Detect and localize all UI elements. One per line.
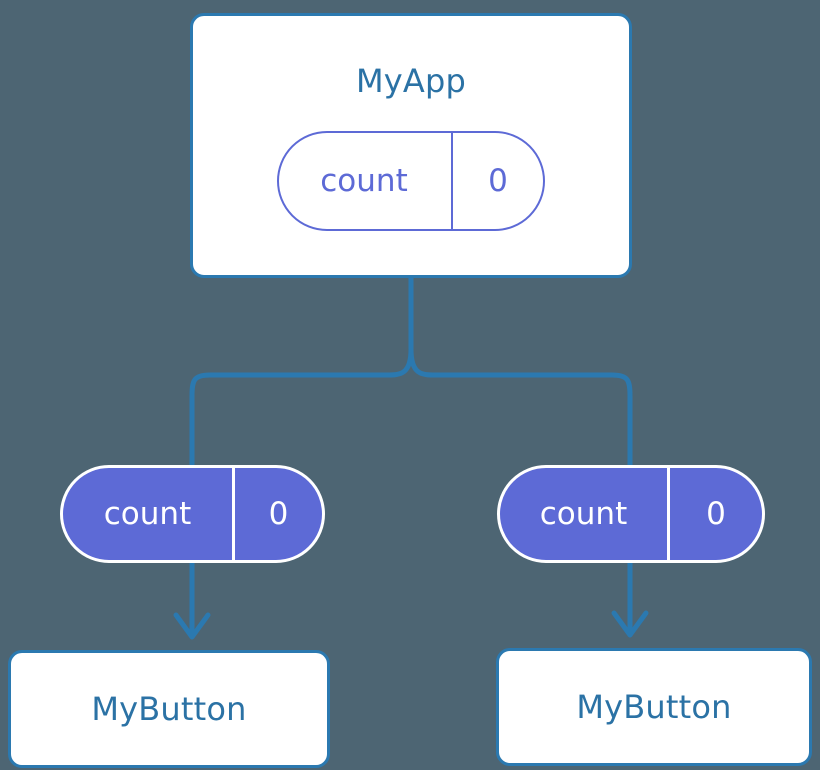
child-right-component-box[interactable]: MyButton bbox=[496, 648, 812, 766]
child-right-state-pill[interactable]: count 0 bbox=[497, 465, 765, 563]
arrowhead-left bbox=[173, 612, 211, 640]
child-left-state-value: 0 bbox=[268, 495, 289, 532]
root-state-key: count bbox=[279, 133, 453, 229]
root-state-pill[interactable]: count 0 bbox=[277, 131, 545, 231]
child-left-state-pill[interactable]: count 0 bbox=[60, 465, 325, 563]
child-right-state-value: 0 bbox=[706, 495, 726, 532]
child-right-component-label: MyButton bbox=[576, 688, 732, 726]
child-left-component-box[interactable]: MyButton bbox=[8, 650, 330, 768]
child-left-state-key: count bbox=[63, 468, 235, 560]
edge-branch-left bbox=[189, 348, 414, 465]
root-component-label: MyApp bbox=[355, 62, 467, 100]
arrowhead-right bbox=[611, 610, 649, 638]
root-state-value: 0 bbox=[488, 162, 508, 199]
child-right-state-key: count bbox=[500, 468, 670, 560]
child-left-component-label: MyButton bbox=[91, 690, 247, 728]
edge-branch-right bbox=[408, 348, 633, 465]
